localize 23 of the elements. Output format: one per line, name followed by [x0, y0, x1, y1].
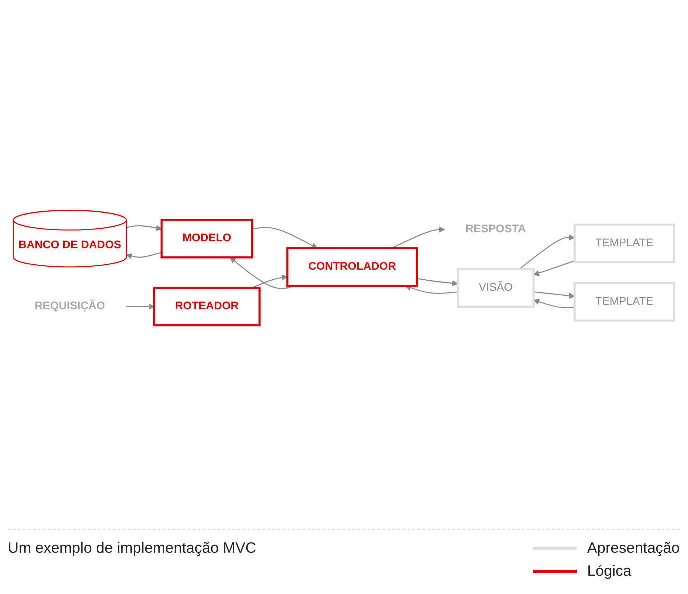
- node-box: CONTROLADOR: [286, 248, 418, 288]
- arrow: [417, 278, 458, 287]
- legend-label: Lógica: [587, 563, 632, 580]
- node-box: ROTEADOR: [153, 287, 261, 328]
- arrow: [534, 260, 575, 277]
- node-box: MODELO: [160, 219, 254, 260]
- arrow: [405, 285, 458, 295]
- node-text: REQUISIÇÃO: [34, 300, 106, 313]
- node-box: TEMPLATE: [574, 224, 676, 264]
- node-box: VISÃO: [457, 268, 535, 308]
- node-text: RESPOSTA: [466, 224, 526, 236]
- legend-label: Apresentação: [587, 540, 680, 557]
- arrow: [126, 304, 155, 310]
- arrow: [534, 300, 575, 310]
- arrow: [391, 227, 446, 250]
- arrow: [519, 234, 576, 270]
- caption: Um exemplo de implementação MVC: [8, 540, 256, 557]
- arrow: [252, 275, 288, 289]
- node-box: TEMPLATE: [574, 282, 676, 322]
- arrow: [126, 252, 162, 260]
- arrow: [534, 292, 576, 300]
- arrow: [126, 226, 162, 232]
- arrow: [252, 228, 318, 250]
